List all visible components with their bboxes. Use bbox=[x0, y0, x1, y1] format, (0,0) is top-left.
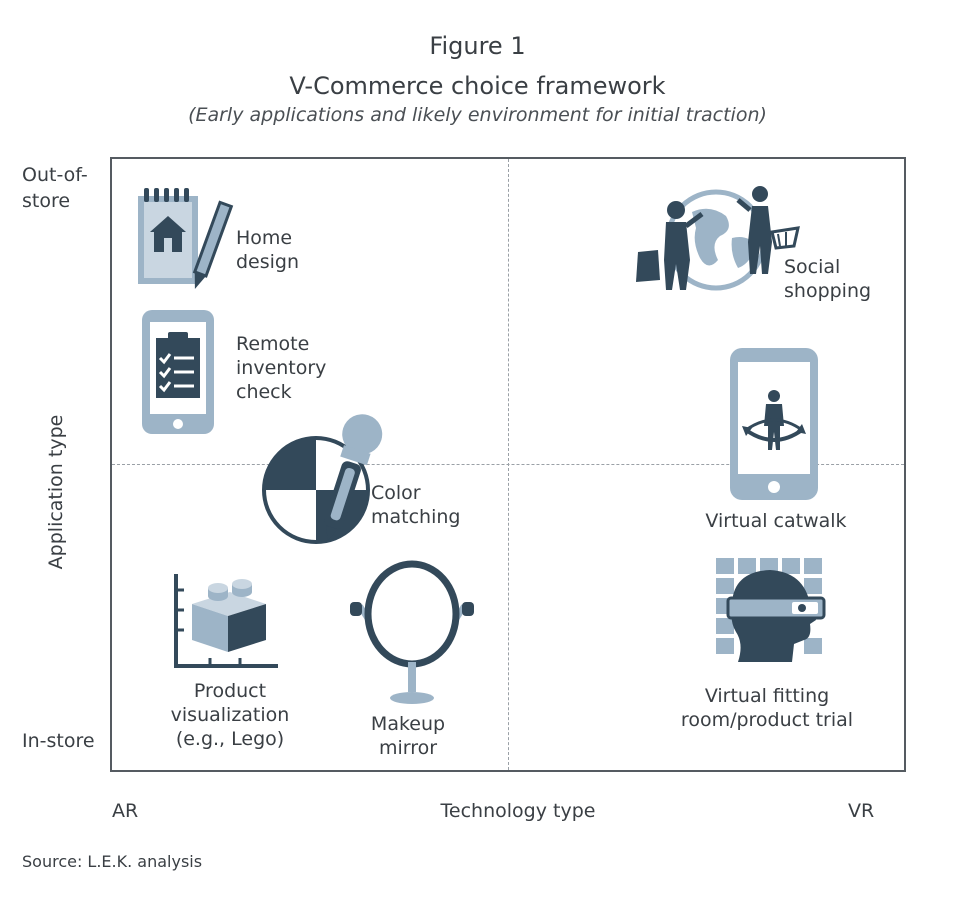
vr-headset-icon bbox=[716, 558, 826, 662]
color-dropper-icon bbox=[262, 414, 383, 544]
horizontal-divider bbox=[112, 464, 904, 465]
virtual-catwalk-label: Virtual catwalk bbox=[705, 510, 847, 532]
y-top-label: Out-of- store bbox=[22, 164, 88, 212]
product-visualization-label: Product visualization (e.g., Lego) bbox=[170, 680, 290, 750]
tablet-checklist-icon bbox=[142, 310, 214, 434]
figure-title: V-Commerce choice framework bbox=[289, 72, 666, 100]
notepad-house-icon bbox=[138, 188, 234, 289]
y-bottom-label: In-store bbox=[22, 730, 95, 752]
x-right-label: VR bbox=[848, 800, 875, 822]
figure-subtitle: (Early applications and likely environme… bbox=[188, 104, 767, 126]
lego-brick-icon bbox=[174, 574, 278, 668]
makeup-mirror-icon bbox=[350, 560, 474, 704]
home-design-label: Home design bbox=[236, 227, 300, 273]
phone-catwalk-icon bbox=[730, 348, 818, 500]
source-note: Source: L.E.K. analysis bbox=[22, 852, 203, 871]
x-left-label: AR bbox=[112, 800, 139, 822]
framework-frame bbox=[110, 157, 906, 772]
makeup-mirror-label: Makeup mirror bbox=[370, 713, 446, 759]
social-shopping-label: Social shopping bbox=[784, 256, 872, 302]
virtual-fitting-label: Virtual fitting room/product trial bbox=[680, 685, 854, 731]
color-matching-label: Color matching bbox=[371, 482, 461, 528]
x-axis-title: Technology type bbox=[440, 800, 596, 822]
remote-inventory-label: Remote inventory check bbox=[236, 333, 327, 403]
globe-shoppers-icon bbox=[636, 186, 800, 291]
figure-number: Figure 1 bbox=[429, 32, 526, 60]
y-axis-title: Application type bbox=[45, 414, 67, 570]
